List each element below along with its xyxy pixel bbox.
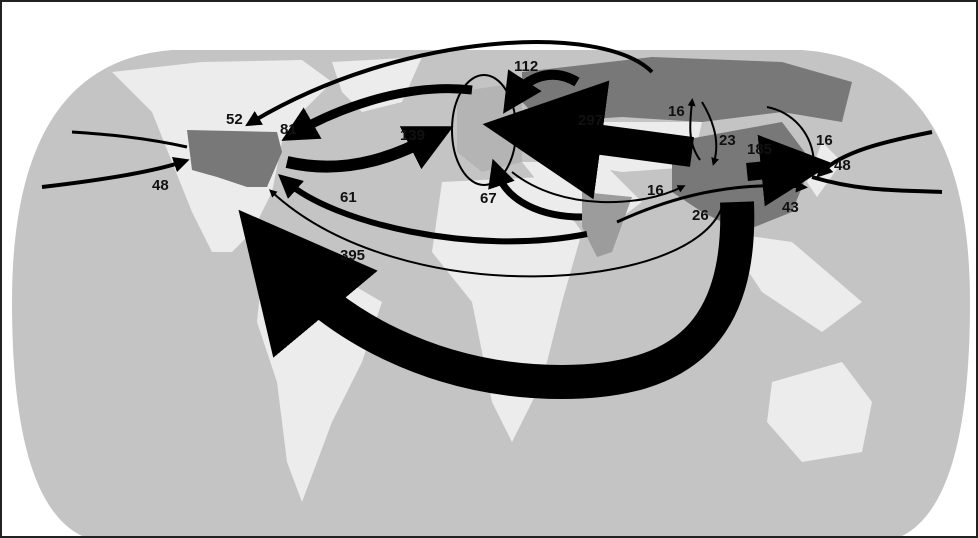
flow-japan-to-usa-west (811, 175, 943, 194)
label-139: 139 (400, 127, 425, 144)
label-48-west: 48 (152, 177, 169, 194)
flow-asia-to-usa-thin (269, 189, 723, 278)
label-23: 23 (719, 132, 736, 149)
label-395: 395 (340, 247, 365, 264)
flow-usa-to-japan-east-edge (71, 130, 188, 149)
australia (767, 362, 872, 462)
india-highlight (582, 192, 632, 257)
label-112: 112 (514, 58, 538, 75)
africa (432, 177, 582, 442)
europe-outline (451, 74, 517, 186)
label-185: 185 (747, 141, 772, 158)
label-16-russia-japan: 16 (816, 132, 833, 149)
greenland (332, 57, 422, 112)
label-52: 52 (226, 111, 243, 128)
flow-russia-china-16 (687, 98, 701, 161)
flow-japan-to-usa-48-west (41, 156, 190, 189)
label-67: 67 (480, 190, 497, 207)
flow-europe-to-usa-81 (281, 84, 473, 141)
flow-usa-to-europe-139 (285, 126, 454, 173)
flow-labels: 52 81 48 139 61 395 112 297 67 16 16 23 … (152, 58, 851, 264)
flow-russia-china-23 (701, 101, 719, 166)
flow-russia-to-europe-112 (503, 69, 580, 114)
flow-china-to-europe-297 (482, 80, 694, 200)
label-16-europe-china: 16 (647, 182, 664, 199)
flow-india-to-usa-61 (278, 174, 588, 245)
flow-china-to-usa-395 (238, 201, 755, 400)
label-81: 81 (280, 121, 297, 138)
label-26: 26 (692, 207, 709, 224)
label-48-east: 48 (834, 157, 851, 174)
flow-china-to-japan-185 (746, 134, 833, 207)
flow-usa-to-japan-48-east (816, 130, 933, 178)
label-297: 297 (578, 112, 603, 129)
flow-india-to-europe-67 (488, 158, 583, 221)
southeast-asia (722, 232, 862, 332)
flow-russia-japan-16 (766, 106, 818, 166)
label-61: 61 (340, 189, 357, 206)
label-16-russia-china: 16 (668, 103, 685, 120)
usa-highlight (187, 130, 282, 187)
label-43: 43 (782, 199, 799, 216)
flow-europe-to-china-16 (511, 171, 686, 204)
flow-india-to-japan-43 (616, 180, 808, 224)
flow-arrows (41, 40, 943, 400)
flow-russia-to-usa-52 (245, 40, 654, 127)
